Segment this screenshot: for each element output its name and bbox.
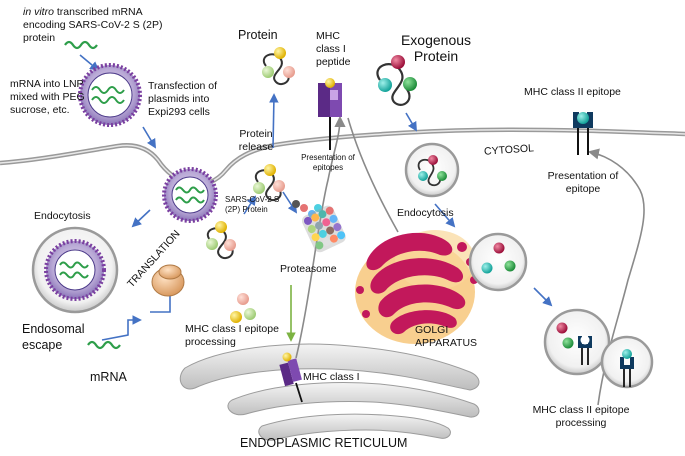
mrna-strand-top — [64, 40, 98, 50]
label-mhc1-processing-2: processing — [185, 336, 236, 348]
label-mhc1-peptide-2: class I — [316, 43, 346, 55]
label-exogenous-2: Protein — [413, 48, 459, 64]
mhc2-receptor-membrane — [573, 112, 593, 155]
label-er: ENDOPLASMIC RETICULUM — [240, 436, 408, 450]
cell-membrane — [0, 127, 685, 188]
label-mhc2-processing-2: processing — [555, 417, 607, 429]
label-mrna: mRNA — [90, 370, 127, 384]
lnp-endocytosing — [162, 167, 218, 223]
label-mhc2-epitope: MHC class II epitope — [524, 86, 621, 98]
exogenous-protein — [376, 55, 417, 106]
lipid-nanoparticle — [78, 63, 142, 127]
mhc1-receptor-membrane — [318, 78, 342, 150]
label-protein-release-1: Protein — [239, 128, 273, 140]
label-mhc1-peptide-3: peptide — [316, 56, 351, 68]
label-sars-protein-2: (2P) Protein — [225, 205, 268, 214]
label-proteasome: Proteasome — [280, 263, 337, 275]
label-sars-protein-1: SARS-CoV-2 S — [225, 195, 280, 204]
endoplasmic-reticulum — [179, 343, 480, 441]
label-invitro-3: protein — [23, 32, 56, 44]
mhc1-receptor-er — [279, 352, 303, 403]
flow-arrows — [79, 54, 553, 341]
label-transfection-2: plasmids into — [148, 93, 210, 105]
label-transfection-3: Expi293 cells — [148, 106, 210, 118]
label-transfection-1: Transfection of — [148, 80, 218, 92]
peptide-fragments — [230, 293, 256, 323]
label-exogenous-1: Exogenous — [400, 32, 472, 48]
label-presentation-epitopes-1: Presentation of — [301, 153, 355, 162]
label-mhc1-peptide-1: MHC — [316, 30, 340, 42]
protein-translated — [206, 221, 236, 260]
endosome-right — [404, 142, 460, 198]
label-endocytosis-left: Endocytosis — [34, 210, 91, 222]
label-protein: Protein — [238, 28, 278, 42]
label-invitro-2: encoding SARS-CoV-2 S (2P) — [23, 19, 163, 31]
protein-sars — [253, 164, 285, 202]
endosome-mhc2 — [543, 308, 654, 389]
proteasome — [292, 200, 346, 253]
label-mhc-class-i: MHC class I — [303, 371, 360, 383]
label-golgi-2: APPARATUS — [415, 337, 478, 349]
label-presentation-epitopes-2: epitopes — [312, 163, 344, 172]
mrna-strand-bottom — [87, 340, 121, 350]
label-presentation-epitope-1: Presentation of — [547, 170, 619, 182]
label-endosomal-1: Endosomal — [22, 322, 85, 336]
protein-released — [262, 47, 295, 86]
label-lnp-3: sucrose, etc. — [10, 104, 70, 116]
ribosome — [151, 264, 185, 297]
endosome-digested — [468, 232, 528, 292]
label-golgi-1: GOLGI — [415, 324, 449, 336]
label-invitro: in vitro transcribed mRNA — [23, 6, 143, 18]
label-lnp-1: mRNA into LNP — [10, 78, 84, 90]
label-endosomal-2: escape — [22, 338, 63, 352]
label-presentation-epitope-2: epitope — [565, 183, 601, 195]
label-protein-release-2: release — [238, 141, 274, 153]
label-mhc1-processing-1: MHC class I epitope — [185, 323, 279, 335]
label-endocytosis-right: Endocytosis — [397, 207, 454, 219]
label-mhc2-processing-1: MHC class II epitope — [532, 404, 630, 416]
endosome-left — [31, 226, 119, 314]
label-lnp-2: mixed with PEG — [10, 91, 85, 103]
